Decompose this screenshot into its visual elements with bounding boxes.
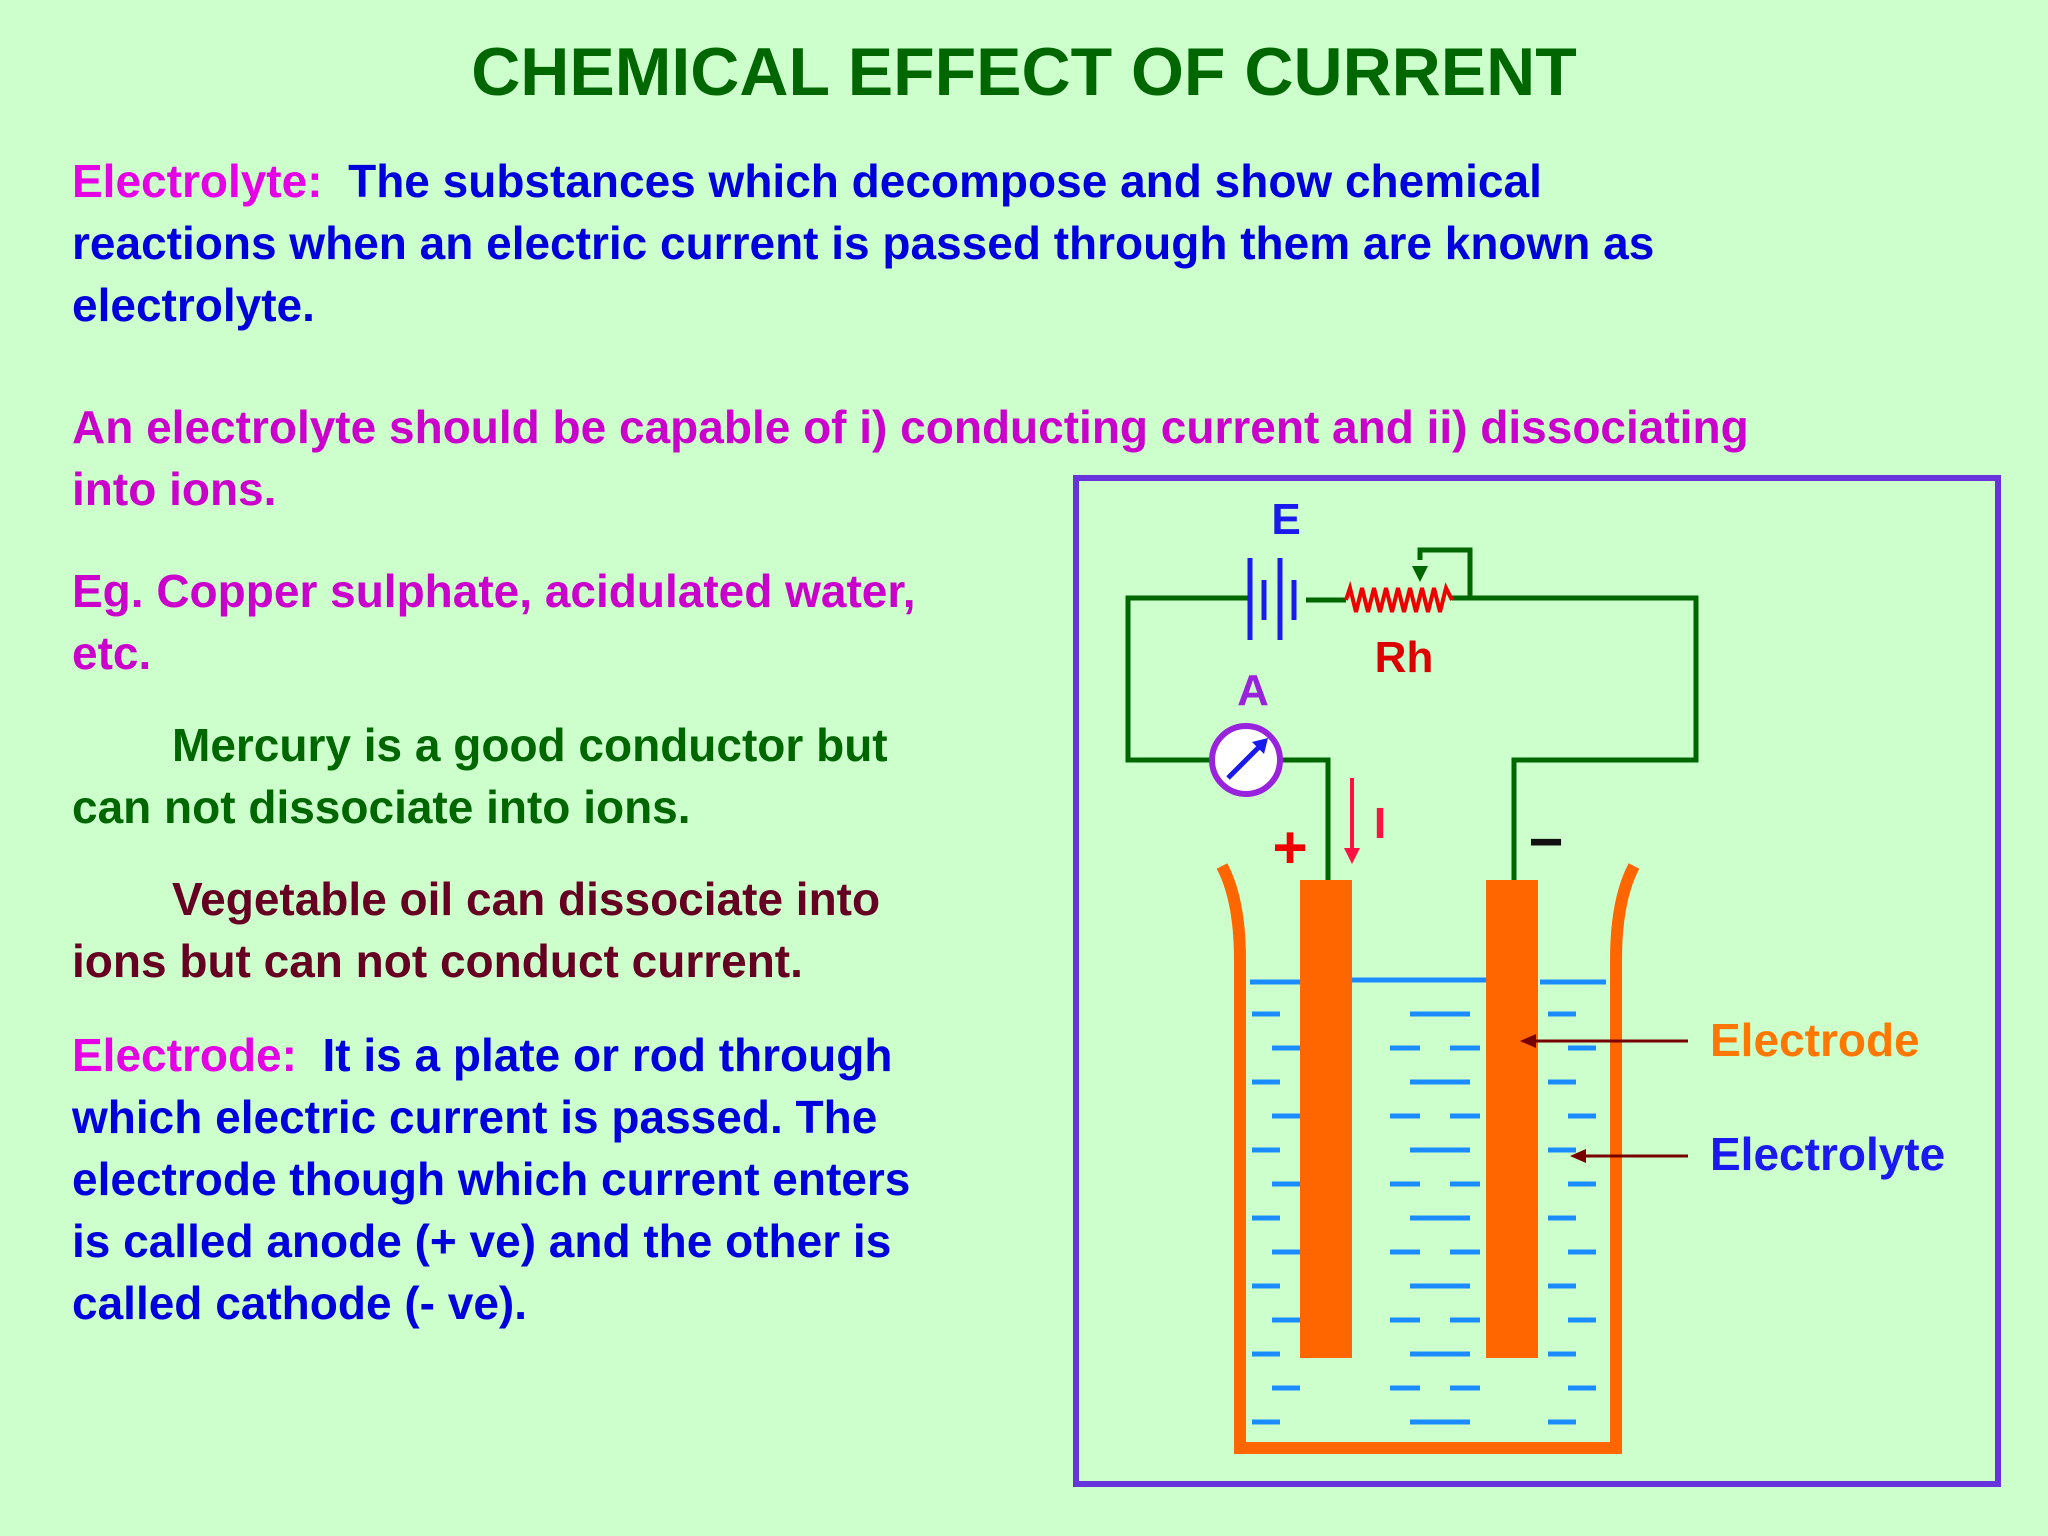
- electrolyte-def-line1: The substances which decompose and show …: [348, 155, 1542, 207]
- electrolyte-definition: Electrolyte: The substances which decomp…: [72, 150, 1654, 336]
- electrode-def-line3: electrode though which current enters: [72, 1153, 911, 1205]
- electrolyte-label: Electrolyte:: [72, 155, 323, 207]
- current-label: I: [1374, 799, 1386, 848]
- wire-anode: [1280, 757, 1331, 880]
- electrode-label: Electrode:: [72, 1029, 297, 1081]
- mercury-line1: Mercury is a good conductor but: [172, 719, 888, 771]
- electrolyte-label-text: Electrolyte: [1710, 1128, 1945, 1180]
- electrode-label-text: Electrode: [1710, 1014, 1920, 1066]
- wire-right: [1470, 595, 1699, 880]
- rheostat-slider-arrow-icon: [1412, 566, 1428, 582]
- electrode-def-line4: is called anode (+ ve) and the other is: [72, 1215, 892, 1267]
- capability-line1: An electrolyte should be capable of i) c…: [72, 401, 1749, 453]
- rheostat-icon: [1344, 580, 1454, 613]
- wire-left: [1125, 595, 1248, 763]
- ammeter-needle: [1226, 742, 1264, 780]
- circuit-wires: [1125, 547, 1699, 880]
- cathode-electrode: [1486, 880, 1538, 1358]
- mercury-note: Mercury is a good conductor but can not …: [72, 714, 888, 838]
- electrolyte-capability: An electrolyte should be capable of i) c…: [72, 396, 1749, 520]
- ammeter-label: A: [1237, 666, 1269, 715]
- electrolyte-liquid: [1250, 977, 1606, 1425]
- electrolyte-pointer-head: [1570, 1149, 1586, 1163]
- examples-line2: etc.: [72, 627, 152, 679]
- electrolyte-def-line2: reactions when an electric current is pa…: [72, 217, 1655, 269]
- rheostat-label: Rh: [1375, 633, 1434, 682]
- electrode-def-line2: which electric current is passed. The: [72, 1091, 878, 1143]
- vegetable-oil-line1: Vegetable oil can dissociate into: [172, 873, 881, 925]
- anode-electrode: [1300, 880, 1352, 1358]
- rheostat-slider-wire: [1417, 547, 1473, 601]
- examples: Eg. Copper sulphate, acidulated water, e…: [72, 560, 916, 684]
- electrode-def-line1: It is a plate or rod through: [322, 1029, 893, 1081]
- current-arrow-head: [1344, 848, 1360, 864]
- battery-label: E: [1271, 495, 1300, 544]
- ammeter-needle-head: [1252, 738, 1268, 754]
- vegetable-oil-line2: ions but can not conduct current.: [72, 935, 803, 987]
- electrode-def-line5: called cathode (- ve).: [72, 1277, 528, 1329]
- beaker: [1216, 863, 1640, 1454]
- vegetable-oil-note: Vegetable oil can dissociate into ions b…: [72, 868, 880, 992]
- capability-line2: into ions.: [72, 463, 277, 515]
- diagram-frame: [1073, 475, 2001, 1487]
- electrolyte-def-line3: electrolyte.: [72, 279, 315, 331]
- anode-sign: +: [1272, 814, 1307, 881]
- battery-icon: [1247, 558, 1297, 640]
- cathode-sign: −: [1528, 808, 1563, 875]
- electrode-pointer-head: [1520, 1034, 1536, 1048]
- page-title: CHEMICAL EFFECT OF CURRENT: [471, 34, 1577, 110]
- electrode-definition: Electrode: It is a plate or rod through …: [72, 1024, 910, 1334]
- mercury-line2: can not dissociate into ions.: [72, 781, 691, 833]
- examples-line1: Eg. Copper sulphate, acidulated water,: [72, 565, 916, 617]
